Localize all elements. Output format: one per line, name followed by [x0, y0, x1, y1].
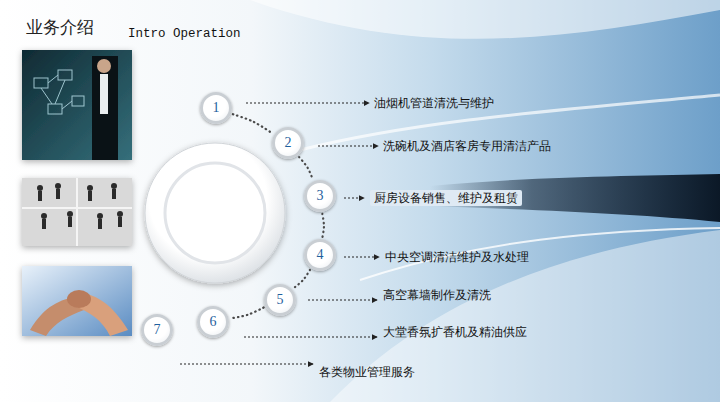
business-item: 中央空调清洁维护及水处理 [385, 250, 529, 264]
dotted-connector [322, 214, 324, 237]
callout-number: 7 [154, 323, 161, 337]
subtitle: Intro Operation [128, 27, 241, 42]
number-circle: 2 [272, 127, 304, 159]
number-circle: 5 [264, 284, 296, 316]
number-circle: 6 [197, 306, 229, 338]
business-item: 大堂香氛扩香机及精油供应 [383, 325, 527, 339]
business-item: 高空幕墙制作及清洗 [383, 288, 491, 302]
business-item: 油烟机管道清洗与维护 [374, 96, 494, 110]
number-circle: 4 [304, 239, 336, 271]
number-circle: 7 [141, 314, 173, 346]
photo [22, 178, 132, 246]
leader-line [180, 103, 379, 364]
callout-number: 6 [210, 315, 217, 329]
number-circle: 1 [200, 92, 232, 124]
business-item: 各类物业管理服务 [319, 365, 415, 379]
callout-number: 2 [285, 136, 292, 150]
business-item: 洗碗机及酒店客房专用清洁产品 [383, 139, 551, 153]
callout-number: 4 [317, 248, 324, 262]
dotted-connector [231, 308, 264, 319]
hub-ring [145, 143, 285, 283]
photo [22, 266, 132, 336]
photo [22, 50, 132, 160]
slide-title: 业务介绍 [26, 16, 94, 39]
dotted-connector [294, 270, 310, 288]
callout-number: 1 [213, 101, 220, 115]
dotted-connector [233, 114, 273, 133]
hub-center [165, 163, 265, 263]
number-circle: 3 [304, 180, 336, 212]
dotted-connector [299, 157, 313, 179]
callout-number: 5 [277, 293, 284, 307]
business-item: 厨房设备销售、维护及租赁 [370, 190, 522, 206]
callout-number: 3 [317, 189, 324, 203]
